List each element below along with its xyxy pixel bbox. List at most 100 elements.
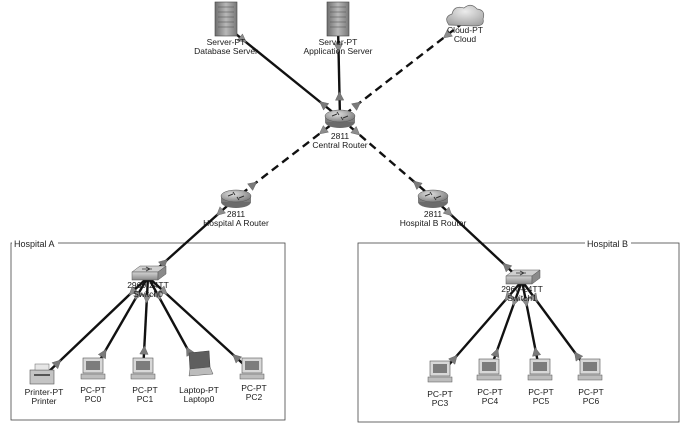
pc-icon [130,357,156,380]
link-hospital-b-router-switch1[interactable] [432,197,523,282]
link-status-indicator [216,206,226,216]
link-central-router-hospital-a-router[interactable] [235,117,341,199]
device-model-label: PC-PT [241,383,267,393]
link-cable [487,280,524,374]
link-switch1-pc6[interactable] [521,280,591,374]
link-status-indicator [319,101,330,111]
link-status-indicator [333,43,343,53]
router-icon [220,189,252,208]
link-status-indicator [511,296,521,307]
link-status-indicator [247,181,258,191]
device-model-label: Server-PT [207,37,246,47]
link-status-indicator [139,345,149,355]
area-hospital-a[interactable]: Hospital A [10,239,286,421]
link-status-indicator [490,347,500,358]
device-model-label: Printer-PT [25,387,64,397]
link-db-server-central-router[interactable] [225,25,341,119]
link-switch1-pc3[interactable] [439,280,523,376]
area-label-backdrop [585,239,631,249]
area-label-backdrop [12,239,58,249]
link-status-indicator [448,354,458,365]
link-status-indicator [532,346,542,357]
device-name-label: PC2 [246,392,263,402]
laptop-icon [188,350,214,377]
device-name-label: PC0 [85,394,102,404]
device-model-label: 2811 [424,209,443,219]
device-name-label: Hospital B Router [400,218,467,228]
device-model-label: Laptop-PT [179,385,219,395]
link-status-indicator [158,259,168,269]
device-model-label: 2960-24TT [127,280,169,290]
link-status-indicator [97,348,107,360]
link-status-indicator [574,351,584,362]
link-status-indicator [134,289,144,301]
device-name-label: Application Server [304,46,373,56]
link-cloud-central-router[interactable] [339,21,465,119]
device-name-label: PC6 [583,396,600,406]
switch-icon [505,269,541,285]
router-icon [324,109,356,128]
link-status-indicator [442,206,453,217]
link-status-indicator [504,291,514,302]
device-model-label: 2811 [227,209,246,219]
device-name-label: PC1 [137,394,154,404]
link-status-indicator [528,292,538,303]
link-status-indicator [152,290,161,301]
device-name-label: PC4 [482,396,499,406]
link-switch0-pc1[interactable] [139,276,152,373]
link-status-indicator [232,354,243,364]
area-hospital-b[interactable]: Hospital B [357,239,680,423]
pc-icon [80,357,106,380]
link-status-indicator [412,180,423,190]
device-name-label: Central Router [312,140,367,150]
switch-icon [131,265,167,281]
pc-icon [476,358,502,381]
link-cable [336,25,342,119]
pc-icon [427,360,453,383]
area-hospital-b-frame [357,242,680,423]
link-status-indicator [502,262,513,273]
link-switch0-pc2[interactable] [147,276,253,373]
link-app-server-central-router[interactable] [333,25,345,119]
link-status-indicator [318,125,329,135]
link-status-indicator [51,359,62,370]
server-icon [214,1,238,37]
device-name-label: Hospital A Router [203,218,269,228]
device-name-label: PC3 [432,398,449,408]
pc-icon [527,358,553,381]
link-status-indicator [236,33,247,43]
link-status-indicator [142,294,152,304]
link-cable [141,276,150,373]
link-hospital-a-router-switch0[interactable] [147,197,237,278]
pc-icon [239,357,265,380]
link-status-indicator [350,126,361,136]
link-switch1-pc4[interactable] [487,280,524,374]
link-switch0-pc0[interactable] [91,276,150,373]
device-name-label: Database Server [194,46,258,56]
device-model-label: 2811 [331,131,350,141]
device-model-label: Cloud-PT [447,25,483,35]
device-name-label: Cloud [454,34,476,44]
server-icon [326,1,350,37]
link-central-router-hospital-b-router[interactable] [339,117,434,199]
link-switch1-pc5[interactable] [520,280,542,374]
area-hospital-a-frame [10,242,286,421]
